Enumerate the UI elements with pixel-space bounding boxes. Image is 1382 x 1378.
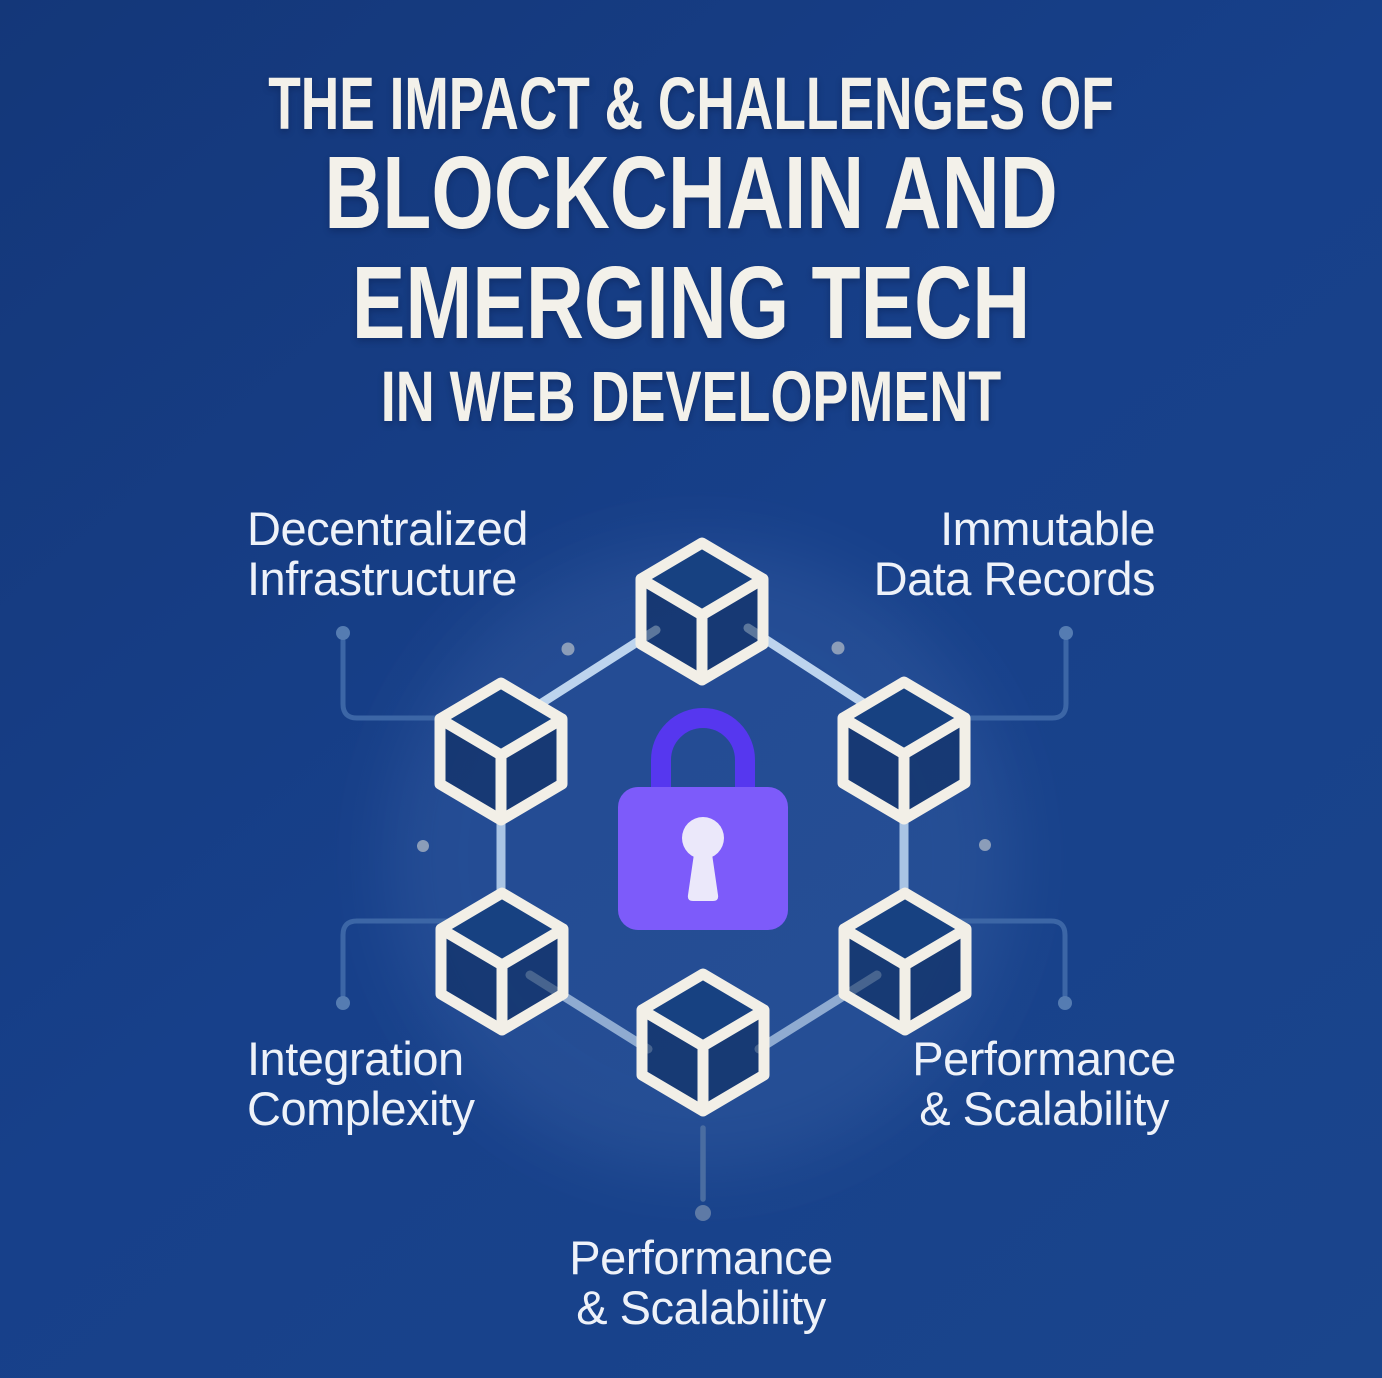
scatter-dots [417, 641, 991, 852]
connector-decentralized [340, 638, 445, 721]
scatter-dot [561, 642, 575, 656]
label-line: & Scalability [919, 1082, 1169, 1135]
scatter-dot [831, 641, 845, 655]
label-line: Complexity [247, 1082, 475, 1135]
label-line: Decentralized [247, 502, 528, 555]
label-line: Performance [569, 1231, 833, 1284]
label-performance-scalability-bottom: Performance & Scalability [451, 1233, 951, 1333]
label-decentralized-infrastructure: Decentralized Infrastructure [247, 504, 528, 604]
connector-immutable [960, 638, 1069, 721]
cube-icon [441, 893, 563, 1030]
label-line: Infrastructure [247, 552, 517, 605]
connector-dot-performance-bottom [695, 1205, 711, 1221]
title-kicker: THE IMPACT & CHALLENGES OF [268, 62, 1114, 145]
cube-icon [642, 974, 764, 1111]
title-line-1: BLOCKCHAIN AND [324, 135, 1058, 250]
cube-icon [440, 683, 562, 820]
label-connectors [336, 626, 1073, 1221]
connector-dot-integration [336, 996, 350, 1010]
connector-performance-right [948, 918, 1068, 998]
label-line: Immutable [940, 502, 1155, 555]
cube-icon [844, 893, 966, 1030]
connector-integration [340, 918, 459, 998]
lock-icon [618, 708, 788, 930]
label-line: & Scalability [576, 1281, 826, 1334]
label-line: Data Records [873, 552, 1156, 605]
title-subtitle: IN WEB DEVELOPMENT [380, 358, 1002, 437]
label-line: Performance [912, 1032, 1176, 1085]
label-immutable-data-records: Immutable Data Records [873, 502, 1156, 605]
connector-dot-immutable [1059, 626, 1073, 640]
label-integration-complexity: Integration Complexity [247, 1032, 475, 1135]
title-line-2: EMERGING TECH [351, 245, 1031, 360]
connector-dot-performance-right [1058, 996, 1072, 1010]
cube-icon [641, 543, 763, 680]
label-performance-scalability-right: Performance & Scalability [844, 1034, 1244, 1134]
cube-icon [843, 682, 965, 819]
label-line: Integration [247, 1032, 464, 1085]
scatter-dot [979, 839, 991, 851]
scatter-dot [417, 840, 429, 852]
connector-dot-decentralized [336, 626, 350, 640]
